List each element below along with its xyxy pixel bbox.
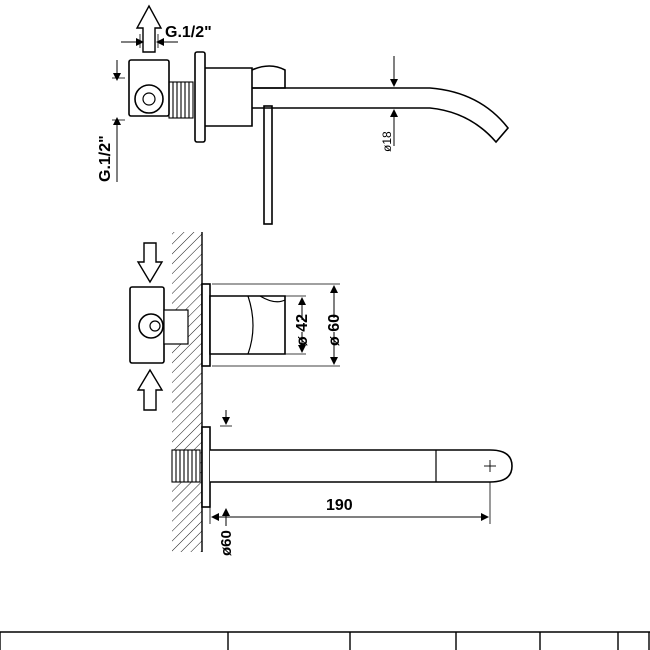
handle-diameter-label: ø 42	[294, 314, 311, 346]
title-block-frame	[0, 631, 650, 650]
inlet-body	[128, 59, 170, 117]
wall-section	[172, 232, 202, 552]
rosette-plate-middle	[201, 283, 211, 367]
handle-body-top	[205, 67, 253, 127]
flow-arrow-down	[136, 242, 164, 284]
thread-connector-top	[168, 81, 194, 119]
rosette-diameter-label: ø 60	[326, 314, 343, 346]
spout-outlet-diameter-label: ø18	[380, 131, 394, 152]
handle-lever	[263, 105, 273, 225]
middle-view	[129, 232, 340, 552]
flow-arrow-up	[135, 4, 163, 53]
inlet-thread-top-label: G.1/2"	[165, 24, 212, 41]
top-view	[112, 4, 510, 225]
inlet-thread-side-label: G.1/2"	[97, 135, 114, 182]
spout-top	[252, 87, 510, 144]
spout-rosette-diameter-label: ø60	[218, 530, 235, 556]
spout-length-label: 190	[326, 497, 353, 514]
inlet-port-middle	[138, 313, 164, 339]
flow-arrow-up-bottom	[136, 368, 164, 411]
rosette-plate-bottom	[201, 426, 211, 508]
inlet-port-circle	[134, 84, 164, 114]
thread-connector-bottom	[171, 449, 201, 483]
spout-bottom	[210, 449, 513, 483]
bottom-view	[171, 410, 513, 526]
rosette-plate-top	[194, 51, 206, 143]
handle-middle	[209, 295, 286, 355]
